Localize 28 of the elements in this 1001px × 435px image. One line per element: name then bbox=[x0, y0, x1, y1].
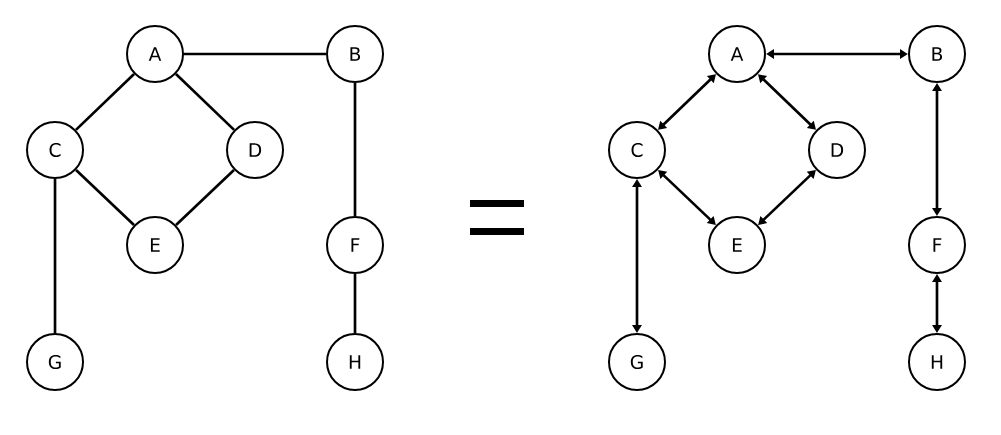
circle-node: C bbox=[608, 121, 666, 179]
circle-node: F bbox=[326, 216, 384, 274]
circle-node: C bbox=[26, 121, 84, 179]
circle-node: A bbox=[126, 25, 184, 83]
connector-line bbox=[353, 83, 357, 216]
circle-node: A bbox=[708, 25, 766, 83]
circle-node: G bbox=[26, 333, 84, 391]
circle-node: H bbox=[326, 333, 384, 391]
arrow bbox=[658, 74, 716, 130]
circle-node: B bbox=[326, 25, 384, 83]
circle-node: H bbox=[908, 333, 966, 391]
connector-line bbox=[75, 73, 135, 131]
arrow bbox=[758, 170, 816, 225]
arrow bbox=[758, 74, 816, 130]
circle-node: E bbox=[708, 216, 766, 274]
circle-node: F bbox=[908, 216, 966, 274]
circle-node: E bbox=[126, 216, 184, 274]
circle-node: B bbox=[908, 25, 966, 83]
connector-line bbox=[353, 274, 357, 333]
connector-line bbox=[184, 52, 326, 56]
arrow bbox=[658, 170, 716, 225]
connector-line bbox=[175, 73, 235, 131]
circle-node: D bbox=[226, 121, 284, 179]
circle-node: G bbox=[608, 333, 666, 391]
circle-node: D bbox=[808, 121, 866, 179]
connector-line bbox=[175, 169, 235, 226]
connector-line bbox=[53, 179, 57, 333]
connector-line bbox=[75, 169, 135, 226]
